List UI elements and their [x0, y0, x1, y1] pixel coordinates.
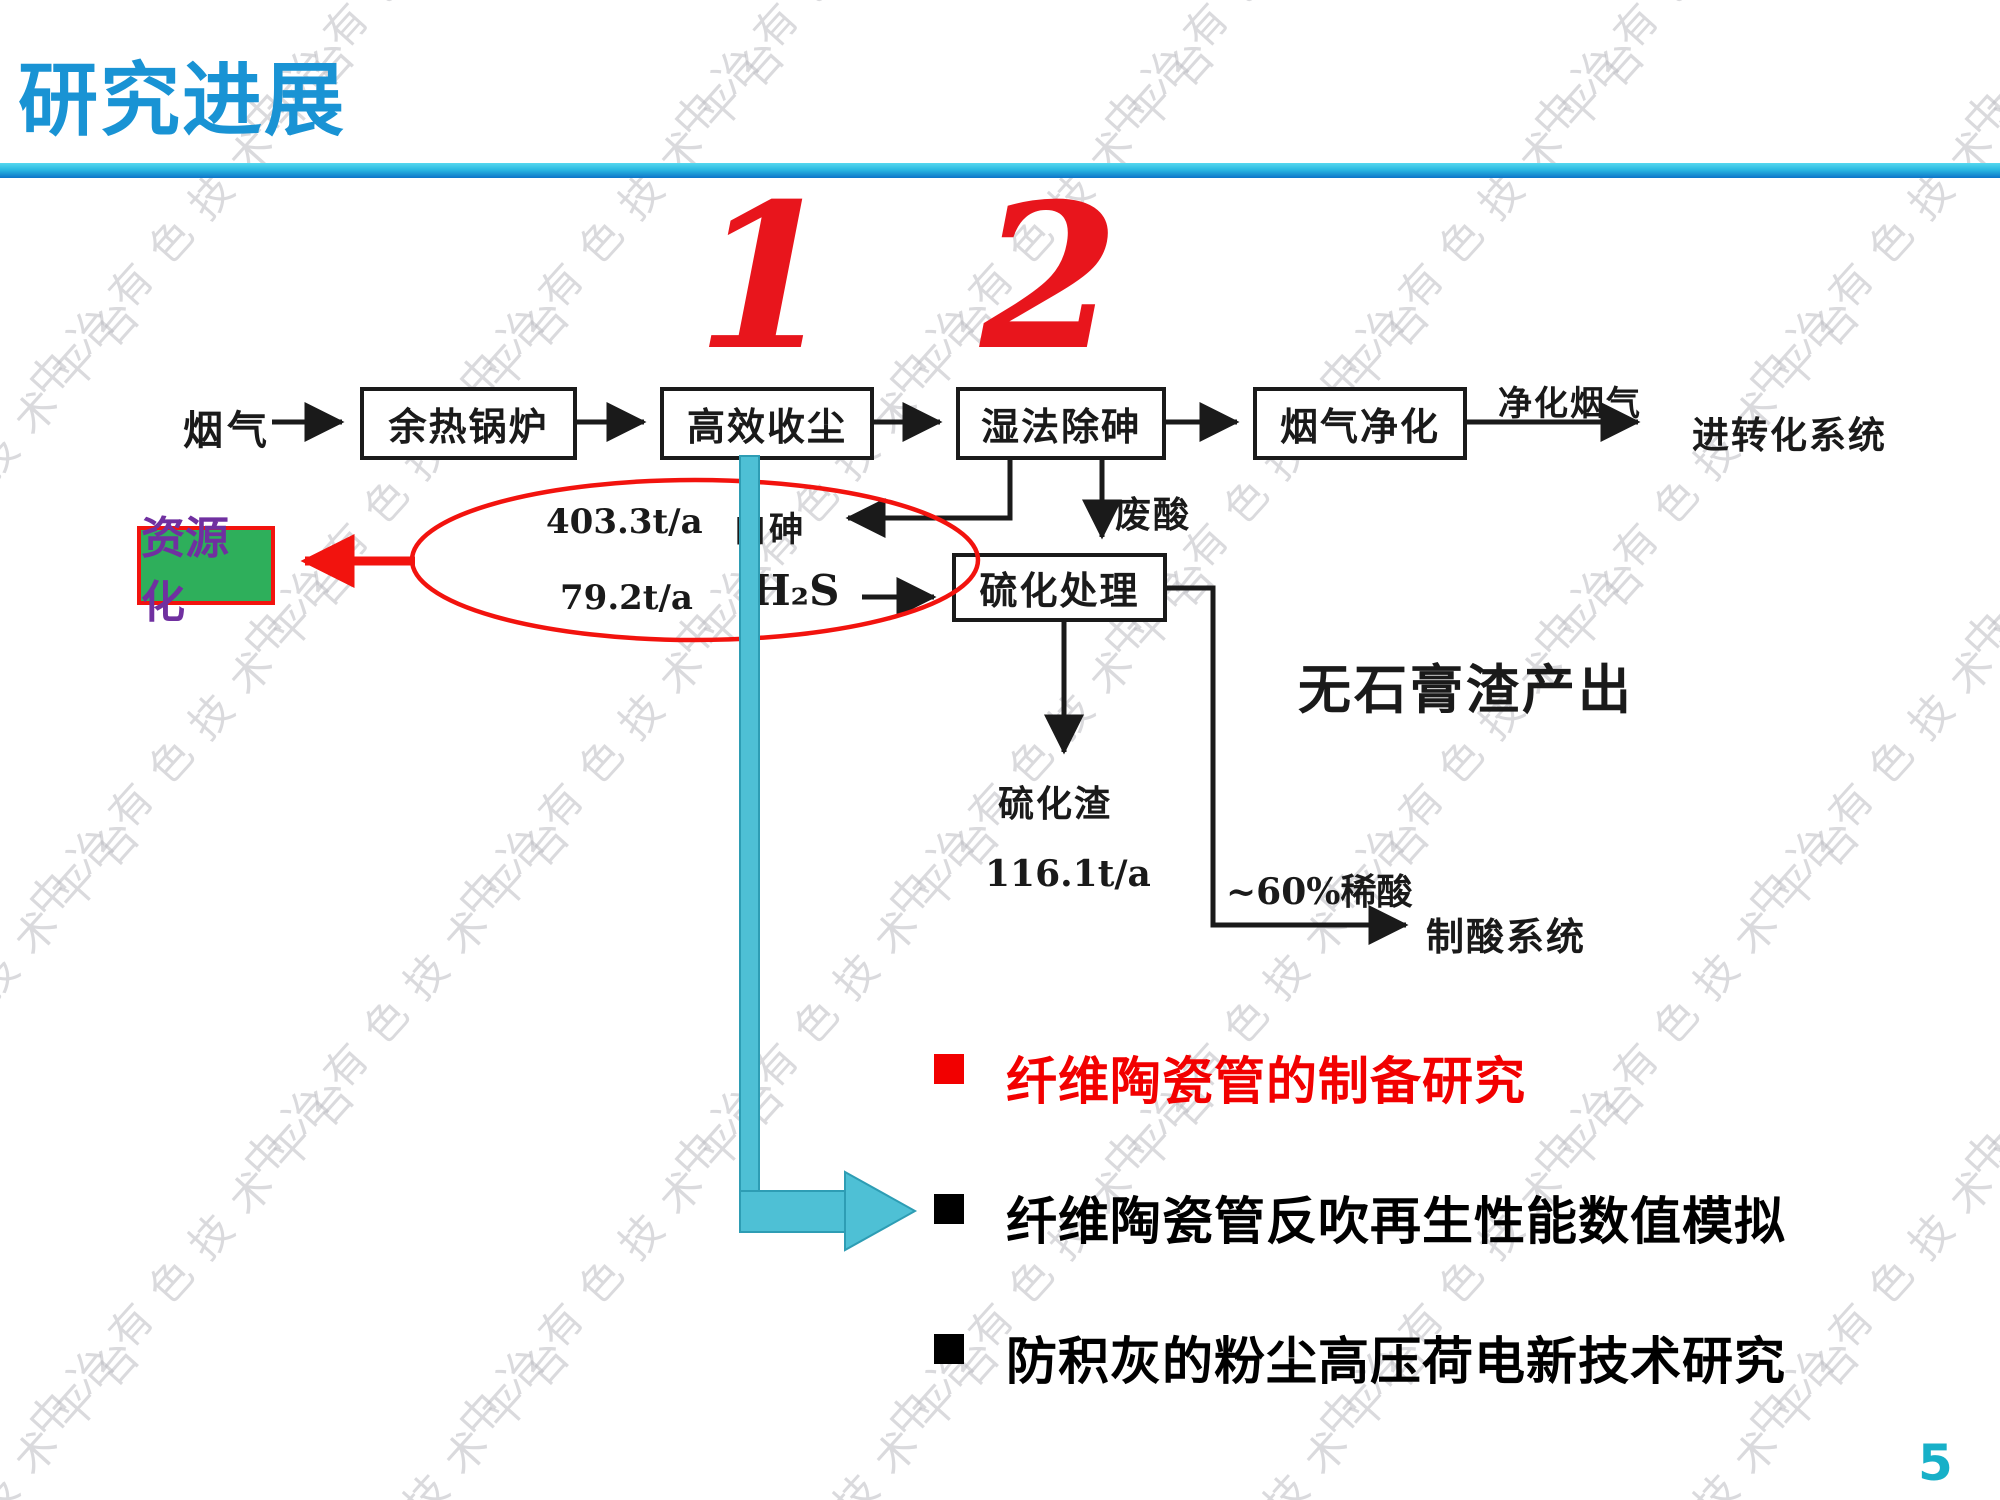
- watermark-text: 中冶有色技术平台: [1953, 797, 2000, 1188]
- research-topics-list: 纤维陶瓷管的制备研究 纤维陶瓷管反吹再生性能数值模拟 防积灰的粉尘高压荷电新技术…: [934, 1040, 1786, 1460]
- watermark-text: 中冶有色技术平台: [233, 797, 592, 1188]
- label-waste-acid: 废酸: [1115, 494, 1192, 536]
- label-sulfide-slag: 硫化渣: [998, 783, 1113, 825]
- line-arsenic-branch: [845, 458, 1013, 538]
- box-arsenic-removal: 湿法除砷: [956, 387, 1166, 460]
- watermark-text: 中冶有色技术平台: [1738, 537, 2000, 928]
- page-number: 5: [1918, 1434, 1953, 1492]
- box-gas-purification: 烟气净化: [1253, 387, 1467, 460]
- page-title: 研究进展: [18, 54, 346, 147]
- label-flue-gas: 烟气: [183, 407, 271, 454]
- list-item: 纤维陶瓷管反吹再生性能数值模拟: [934, 1180, 1786, 1252]
- watermark-text: 中冶有色技术平台: [233, 277, 592, 668]
- watermark-text: 中冶有色技术平台: [448, 1057, 807, 1448]
- header-rule: [0, 163, 2000, 178]
- research-topic-3: 防积灰的粉尘高压荷电新技术研究: [1006, 1333, 1787, 1392]
- list-item: 纤维陶瓷管的制备研究: [934, 1040, 1786, 1112]
- label-conversion-system: 进转化系统: [1692, 413, 1887, 457]
- watermark-text: 中冶有色技术平台: [1947, 0, 2000, 149]
- watermark-text: 中冶有色技术平台: [1738, 17, 2000, 408]
- box-dust-collector: 高效收尘: [660, 387, 874, 460]
- watermark-text: 中冶有色技术平台: [0, 797, 162, 1188]
- watermark-text: 中冶有色技术平台: [227, 1312, 594, 1500]
- label-purified-gas: 净化烟气: [1498, 384, 1642, 424]
- bullet-square-icon: [934, 1054, 964, 1084]
- watermark-text: 中冶有色技术平台: [657, 0, 1024, 149]
- watermark-text: 中冶有色技术平台: [0, 277, 162, 668]
- teal-arrow-head: [844, 1170, 918, 1252]
- research-topic-1: 纤维陶瓷管的制备研究: [1006, 1053, 1527, 1112]
- watermark-text: 中冶有色技术平台: [1523, 277, 1882, 668]
- watermark-text: 中冶有色技术平台: [1947, 1312, 2000, 1500]
- label-no-gypsum-output: 无石膏渣产出: [1298, 659, 1634, 721]
- list-item: 防积灰的粉尘高压荷电新技术研究: [934, 1320, 1786, 1392]
- label-h2s-rate: 79.2t/a: [560, 578, 693, 618]
- watermark-text: 中冶有色技术平台: [18, 1057, 377, 1448]
- label-white-arsenic-rate: 403.3t/a: [546, 502, 703, 542]
- research-topic-2: 纤维陶瓷管反吹再生性能数值模拟: [1006, 1193, 1787, 1252]
- label-h2s: H₂S: [751, 566, 840, 615]
- label-acid-plant: 制酸系统: [1426, 914, 1587, 959]
- teal-arrow-shaft: [739, 1190, 847, 1233]
- watermark-text: 中冶有色技术平台: [1953, 277, 2000, 668]
- box-waste-heat-boiler: 余热锅炉: [360, 387, 577, 460]
- stage-number-1: 1: [696, 160, 836, 395]
- bullet-square-icon: [934, 1334, 964, 1364]
- label-white-arsenic: 白砷: [733, 510, 805, 550]
- box-sulfide-treatment: 硫化处理: [952, 553, 1167, 622]
- stage-number-2: 2: [980, 160, 1120, 395]
- bullet-square-icon: [934, 1194, 964, 1224]
- label-dilute-acid: ~60%稀酸: [1226, 871, 1413, 913]
- resource-recovery-box: 资源化: [137, 513, 275, 628]
- watermark-text: 中冶有色技术平台: [0, 1312, 163, 1500]
- watermark-text: 中冶有色技术平台: [1087, 0, 1454, 149]
- label-sulfide-slag-rate: 116.1t/a: [985, 853, 1151, 895]
- watermark-text: 中冶有色技术平台: [1517, 0, 1884, 149]
- watermark-text: 中冶有色技术平台: [1308, 17, 1667, 408]
